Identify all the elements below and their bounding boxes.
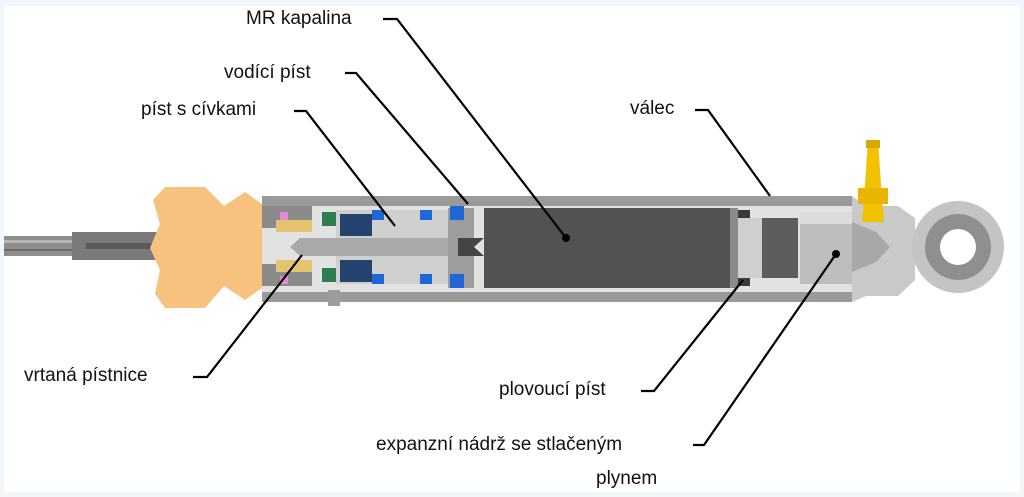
gas-reservoir <box>800 212 890 284</box>
guide-piston <box>448 206 484 288</box>
end-eye-mount <box>912 201 1004 293</box>
label-guide-piston: vodící píst <box>224 62 311 83</box>
label-coil-piston: píst s cívkami <box>141 99 257 120</box>
floating-piston <box>730 208 798 288</box>
label-cylinder: válec <box>630 98 675 119</box>
coil-piston <box>290 210 460 284</box>
label-mr-fluid: MR kapalina <box>246 8 352 29</box>
bump-stop <box>150 187 262 308</box>
diagram-frame: MR kapalina vodící píst píst s cívkami v… <box>4 6 1020 492</box>
mr-damper-diagram <box>4 17 1004 447</box>
label-gas-reservoir-line1: expanzní nádrž se stlačeným <box>376 434 623 455</box>
label-gas-reservoir-line2: plynem <box>596 468 658 489</box>
mr-fluid-chamber <box>484 208 730 288</box>
leader-dots <box>562 234 840 258</box>
label-hollow-rod: vrtaná pístnice <box>24 365 148 386</box>
filling-valve <box>858 140 888 222</box>
label-floating-piston: plovoucí píst <box>499 379 606 400</box>
leader-lines <box>193 17 837 447</box>
